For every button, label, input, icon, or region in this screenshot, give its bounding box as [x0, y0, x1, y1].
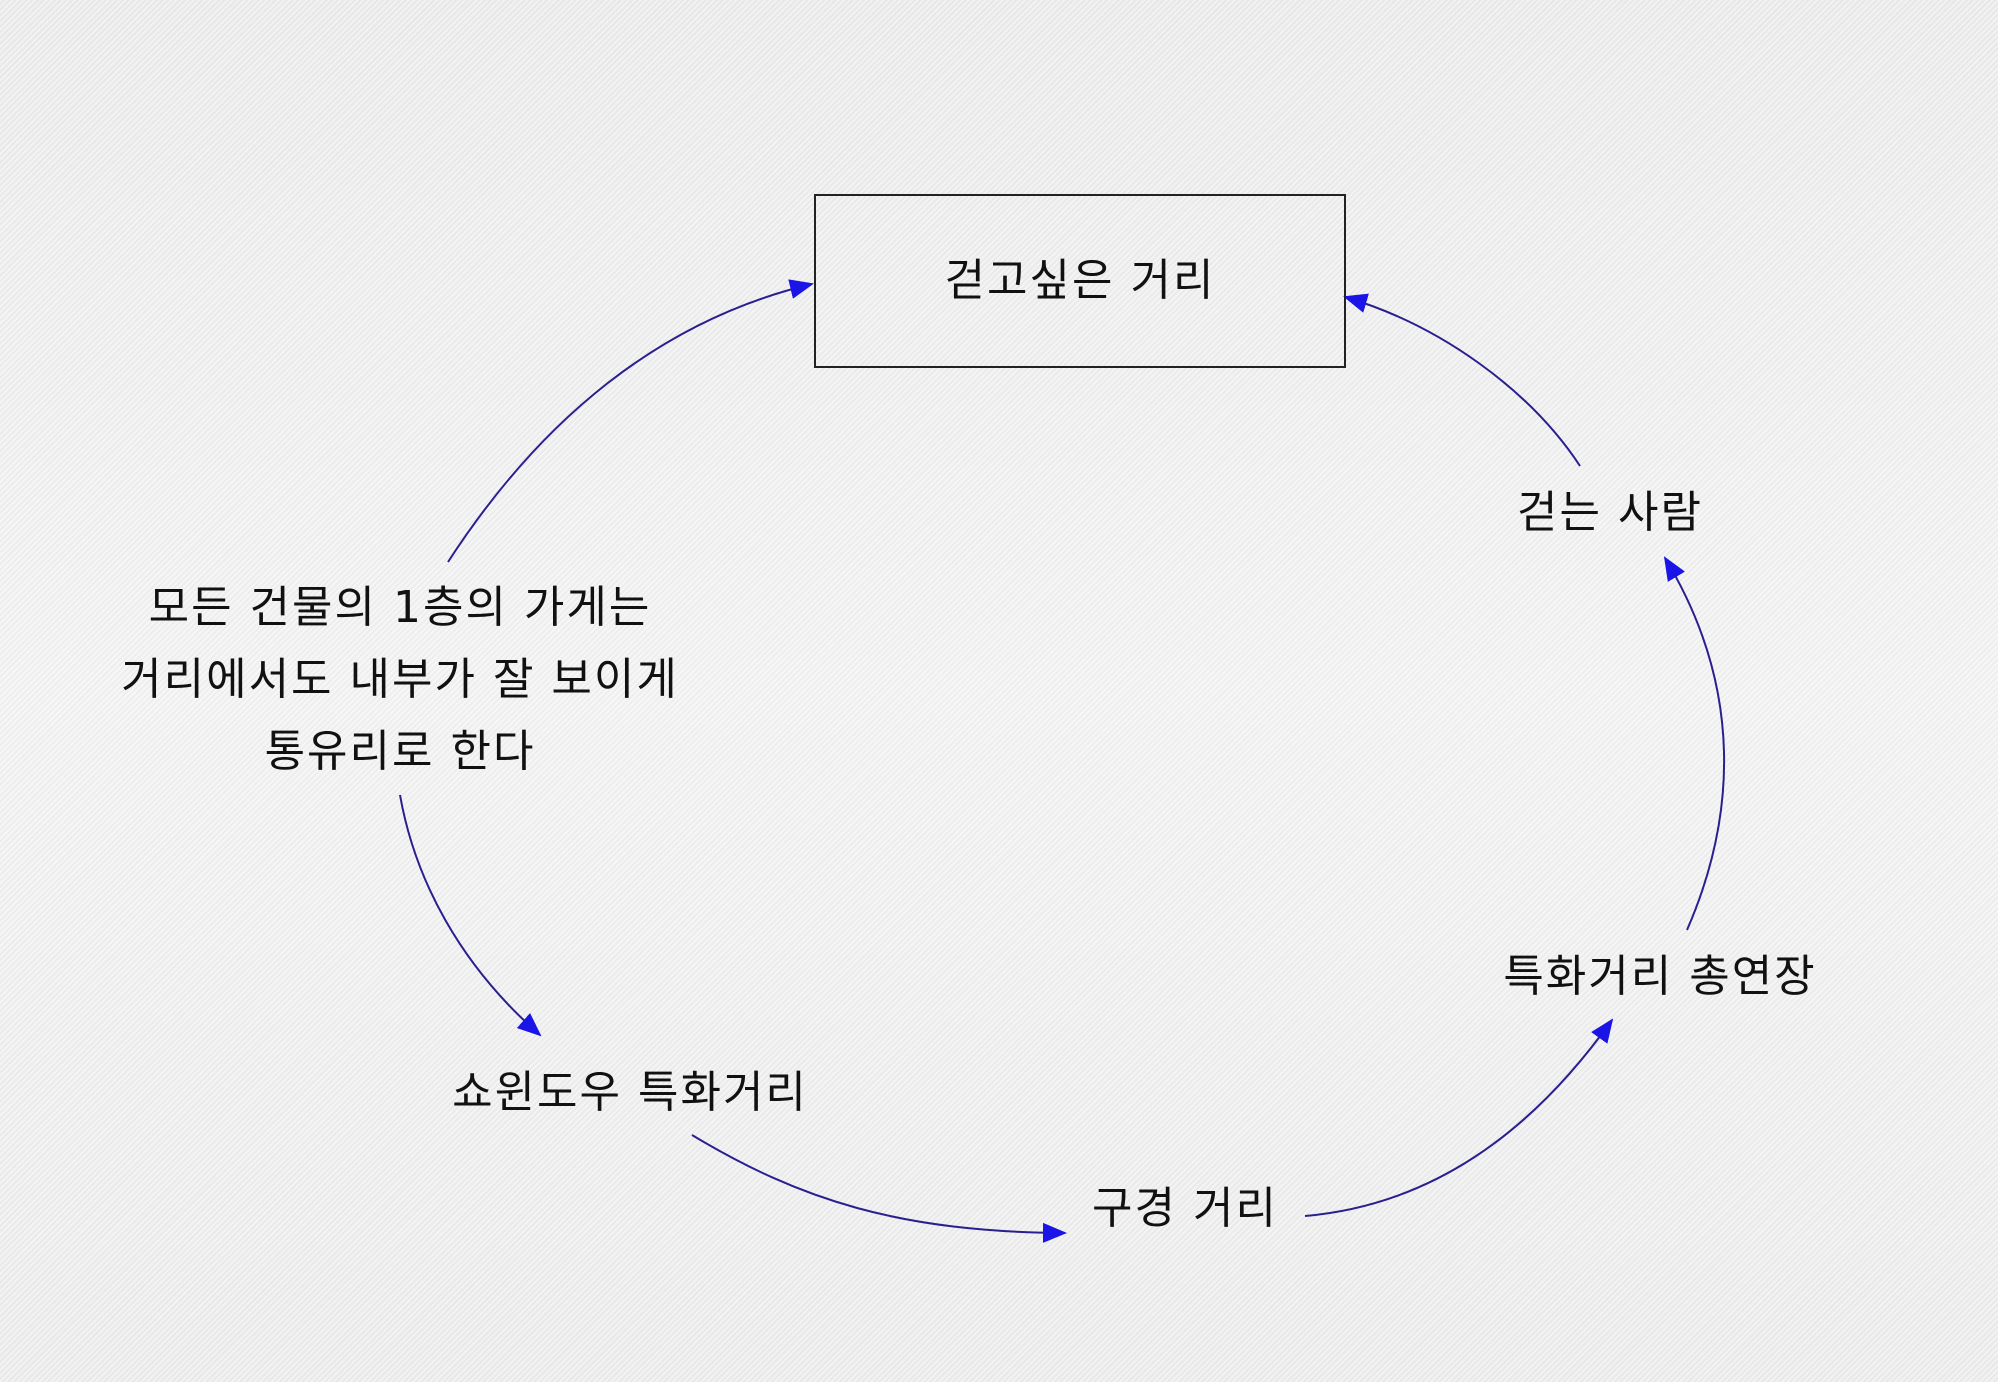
- node-glass-storefront-line-1: 모든 건물의 1층의 가게는: [148, 582, 652, 633]
- node-sightseeing-street: 구경 거리: [1060, 1180, 1310, 1238]
- node-glass-storefront-line-2: 거리에서도 내부가 잘 보이게: [121, 654, 679, 705]
- node-special-street-length: 특화거리 총연장: [1460, 948, 1860, 1006]
- node-special-street-length-label: 특화거리 총연장: [1503, 951, 1817, 1002]
- link-length-to-pedestrians: [1663, 556, 1726, 931]
- node-glass-storefront: 모든 건물의 1층의 가게는 거리에서도 내부가 잘 보이게 통유리로 한다: [40, 572, 760, 788]
- node-pedestrians-label: 걷는 사람: [1517, 487, 1703, 538]
- node-showwindow-street: 쇼윈도우 특화거리: [410, 1064, 850, 1122]
- node-pedestrians: 걷는 사람: [1490, 484, 1730, 542]
- node-walkable-street-label: 걷고싶은 거리: [944, 255, 1216, 306]
- node-sightseeing-street-label: 구경 거리: [1092, 1183, 1278, 1234]
- link-glass-to-showwindow: [399, 794, 542, 1037]
- node-glass-storefront-line-3: 통유리로 한다: [264, 726, 536, 777]
- link-glass-to-walkable: [447, 279, 814, 563]
- node-showwindow-street-label: 쇼윈도우 특화거리: [452, 1067, 808, 1118]
- link-pedestrians-to-walkable: [1343, 293, 1581, 467]
- link-showwindow-to-sightseeing: [691, 1134, 1067, 1243]
- node-walkable-street: 걷고싶은 거리: [814, 194, 1346, 368]
- link-sightseeing-to-length: [1304, 1018, 1614, 1217]
